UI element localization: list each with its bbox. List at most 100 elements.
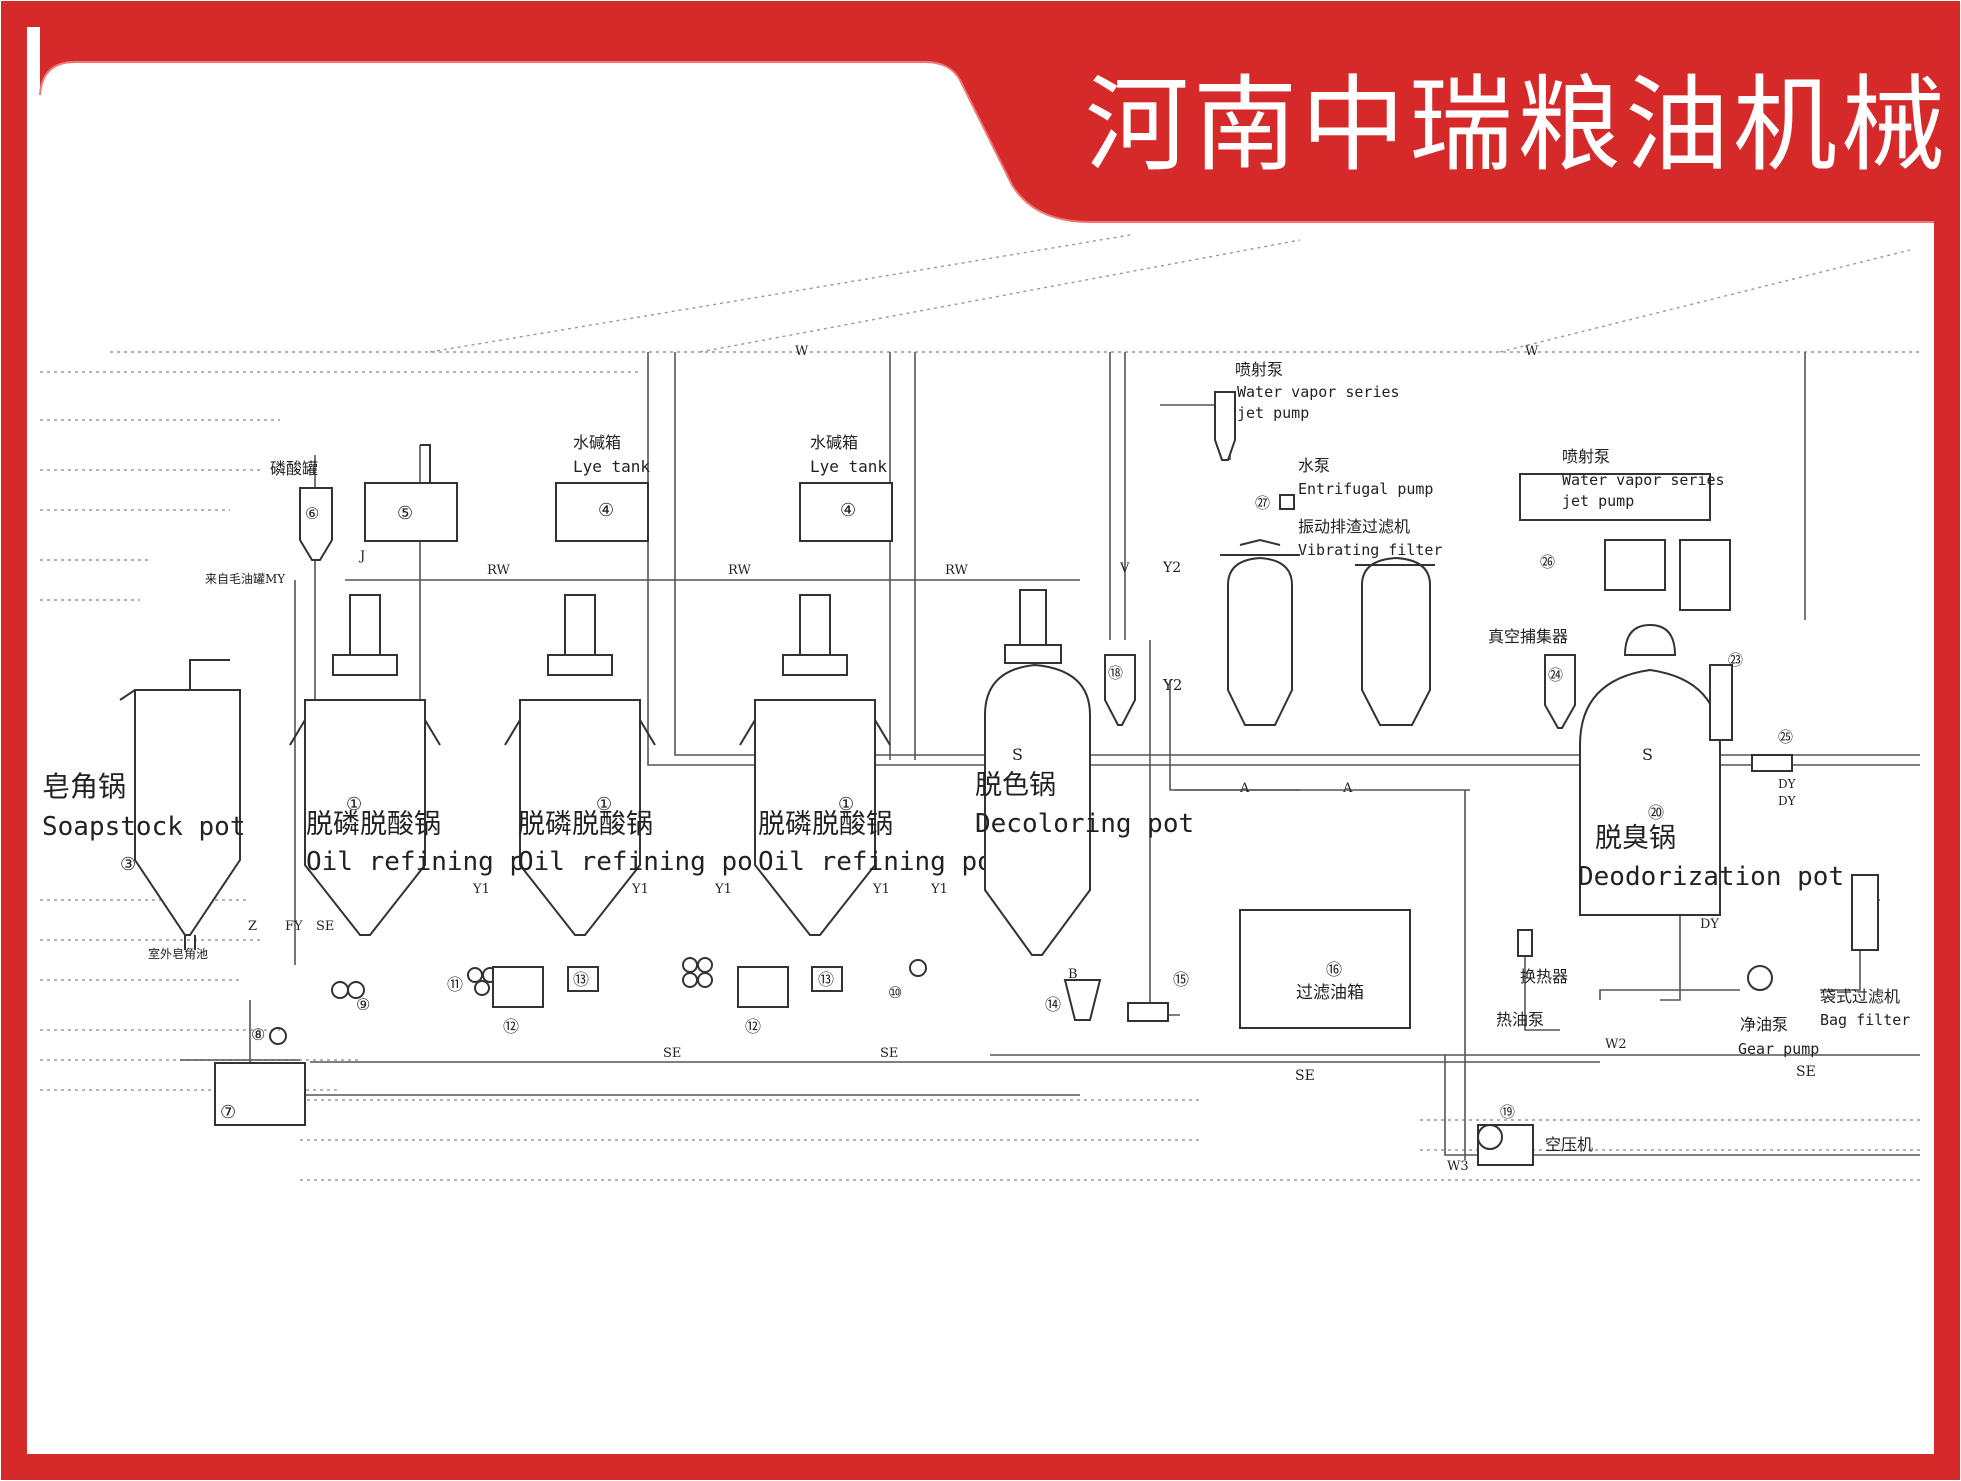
decoloring-pot-body: [984, 663, 1091, 956]
code-w-top-1: W: [795, 344, 809, 359]
refining-pot-2-body: [519, 699, 641, 936]
outdoor-soap-pool-note: 室外皂角池: [148, 946, 208, 961]
code-y1-2: Y1: [631, 882, 649, 897]
soapstock-pot: 皂角锅 Soapstock pot ③ 室外皂角池: [42, 659, 246, 961]
tank-5-number: ⑤: [397, 503, 413, 524]
lye-tank-2-en: Lye tank: [810, 457, 887, 476]
code-y2-2: Y2: [1162, 676, 1182, 694]
jet-pump-2-zh: 喷射泵: [1562, 447, 1610, 466]
header-title: 河南中瑞粮油机械: [1085, 64, 1950, 186]
refining-pot-1: ① 脱磷脱酸锅 Oil refining pot: [289, 594, 556, 936]
refining-pot-3-en: Oil refining pot: [758, 847, 1008, 877]
lye-tank-1-en: Lye tank: [573, 457, 650, 476]
deodorization-pot-number: ⑳: [1648, 803, 1664, 822]
phosphoric-tank-zh: 磷酸罐: [270, 459, 318, 478]
code-dy-2: DY: [1778, 794, 1797, 808]
tank-7-number: ⑦: [220, 1102, 236, 1123]
soapstock-pot-body: [134, 689, 241, 936]
refining-pot-1-body: [304, 699, 426, 936]
air-compressor: ⑲ 空压机: [1477, 1103, 1593, 1166]
vibrating-filter-en: Vibrating filter: [1298, 541, 1443, 559]
vacuum-collector: 真空捕集器 ㉔: [1488, 627, 1576, 729]
vibrating-filter: 振动排渣过滤机 Vibrating filter: [1220, 517, 1443, 726]
decoloring-pot-s-code: S: [1012, 745, 1023, 764]
jet-pump-1-en2: jet pump: [1237, 404, 1309, 422]
code-b: B: [1068, 967, 1078, 982]
code-rw-3: RW: [945, 563, 969, 578]
column-23-number: ㉓: [1728, 651, 1743, 669]
heat-exchanger-zh: 换热器: [1520, 967, 1568, 986]
phosphoric-tank-body: [299, 487, 333, 561]
header-banner: [27, 27, 1934, 222]
jet-pump-1-en1: Water vapor series: [1237, 383, 1400, 401]
soapstock-pot-en: Soapstock pot: [42, 812, 246, 842]
tank-7-body: [214, 1062, 306, 1126]
code-rw-2: RW: [728, 563, 752, 578]
air-compressor-zh: 空压机: [1545, 1135, 1593, 1154]
code-z: Z: [248, 919, 257, 934]
lye-tank-2-number: ④: [840, 500, 856, 521]
code-a-2: A: [1342, 781, 1353, 796]
content-panel-edge: [39, 61, 1934, 223]
air-compressor-number: ⑲: [1500, 1103, 1515, 1121]
bag-filter: 袋式过滤机 Bag filter: [1820, 874, 1910, 1029]
code-j: J: [358, 549, 365, 564]
code-w2-1: W2: [1605, 1037, 1627, 1052]
refining-pot-3-zh: 脱磷脱酸锅: [758, 809, 893, 840]
refining-pot-2-number: ①: [596, 794, 612, 815]
bag-filter-zh: 袋式过滤机: [1820, 987, 1900, 1006]
pump-9-number: ⑨: [356, 995, 370, 1014]
vibrating-filter-1-body: [1227, 556, 1293, 726]
gear-pump-zh: 净油泵: [1740, 1015, 1788, 1034]
air-compressor-body: [1477, 1124, 1534, 1166]
tank-5-body: [364, 482, 458, 542]
code-se-4: SE: [1796, 1064, 1816, 1080]
water-pump: ㉗ 水泵 Entrifugal pump: [1255, 456, 1433, 512]
water-pump-zh: 水泵: [1298, 456, 1330, 475]
code-dy-1: DY: [1778, 777, 1797, 791]
pump-8-icon: [269, 1027, 287, 1045]
filter-oil-tank: ⑯ 过滤油箱: [1239, 909, 1411, 1029]
refining-pot-2-zh: 脱磷脱酸锅: [518, 809, 653, 840]
decoloring-pot-en: Decoloring pot: [975, 809, 1194, 839]
deodorization-pot-en: Deodorization pot: [1578, 862, 1844, 892]
code-se-2: SE: [880, 1046, 898, 1061]
bag-filter-en: Bag filter: [1820, 1011, 1910, 1029]
vacuum-collector-number: ㉔: [1548, 666, 1563, 684]
line-code-labels: W W RW RW RW J Y2 Y2 Y1 Y1 Y1 Y1 Y1 SE S…: [248, 344, 1816, 1174]
jet-pump-2-en1: Water vapor series: [1562, 471, 1725, 489]
gear-pump-en: Gear pump: [1738, 1040, 1819, 1058]
filter-oil-tank-number: ⑯: [1326, 960, 1342, 979]
soapstock-pot-number: ③: [120, 854, 136, 875]
code-y1-3: Y1: [714, 882, 732, 897]
vessel-18-number: ⑱: [1108, 664, 1123, 682]
code-dy-3: DY: [1700, 917, 1719, 932]
crude-oil-note: 来自毛油罐MY: [205, 572, 286, 586]
decoloring-pot: S 脱色锅 Decoloring pot ⑱ ⑭ ⑮: [975, 589, 1194, 1022]
code-a-1: A: [1239, 781, 1250, 796]
deodorization-pot-zh: 脱臭锅: [1595, 823, 1676, 854]
code-y1-5: Y1: [930, 882, 948, 897]
code-y1-4: Y1: [872, 882, 890, 897]
filter-oil-tank-zh: 过滤油箱: [1296, 983, 1364, 1003]
background-guides: [40, 234, 1920, 1181]
tank-7: ⑦ ⑧: [214, 1025, 306, 1126]
pump-11-number: ⑪: [447, 975, 463, 994]
lye-tank-1-zh: 水碱箱: [573, 433, 621, 452]
pump-10-number: ⑩: [888, 983, 902, 1002]
refining-pot-2: ① 脱磷脱酸锅 Oil refining pot: [504, 594, 768, 936]
refining-pot-3-number: ①: [838, 794, 854, 815]
water-pump-en: Entrifugal pump: [1298, 480, 1433, 498]
jet-pump-2-number: ㉖: [1540, 553, 1555, 571]
code-rw-1: RW: [487, 563, 511, 578]
filter-12a-number: ⑫: [503, 1017, 519, 1036]
hot-oil-pump-zh: 热油泵: [1496, 1010, 1544, 1029]
refining-pot-1-en: Oil refining pot: [306, 847, 556, 877]
lye-tank-2-zh: 水碱箱: [810, 433, 858, 452]
deodorization-pot-s-code: S: [1642, 745, 1653, 764]
vacuum-collector-zh: 真空捕集器: [1488, 627, 1568, 646]
code-se-5: SE: [316, 919, 334, 934]
water-pump-number: ㉗: [1255, 494, 1270, 512]
vibrating-filter-2-body: [1361, 556, 1431, 726]
